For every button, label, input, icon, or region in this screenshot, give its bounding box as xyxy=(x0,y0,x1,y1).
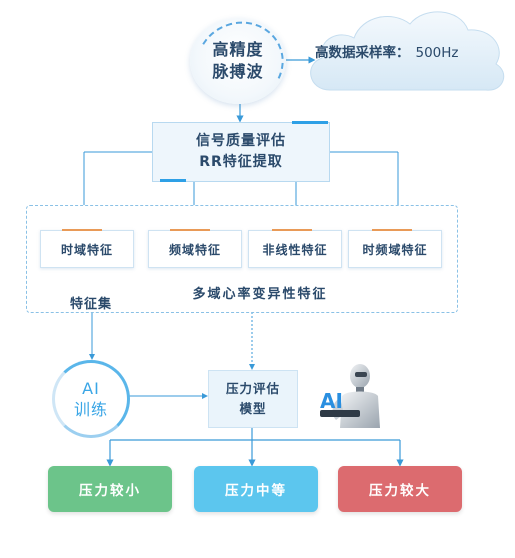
robot-icon: AI xyxy=(320,364,380,428)
feature-time-domain: 时域特征 xyxy=(40,230,134,268)
pulse-wave-node: 高精度 脉搏波 xyxy=(190,18,286,104)
feature-accent xyxy=(272,229,312,231)
ai-training-node: AI 训练 xyxy=(52,360,130,438)
feature-label: 非线性特征 xyxy=(262,242,328,257)
cloud-label: 高数据采样率： 500Hz xyxy=(315,41,495,65)
signal-line1: 信号质量评估 xyxy=(196,133,286,149)
result-label: 压力较小 xyxy=(79,483,141,499)
result-high-stress: 压力较大 xyxy=(338,466,462,512)
cloud-shape xyxy=(310,11,505,91)
feature-time-frequency: 时频域特征 xyxy=(348,230,442,268)
stress-model-box: 压力评估 模型 xyxy=(208,370,298,428)
signal-processing-box: 信号质量评估 RR特征提取 xyxy=(152,122,330,182)
signal-box-accent-bottom xyxy=(160,179,186,182)
result-medium-stress: 压力中等 xyxy=(194,466,318,512)
feature-set-label: 特征集 xyxy=(70,297,113,312)
signal-line2: RR特征提取 xyxy=(199,154,283,170)
ai-line2: 训练 xyxy=(73,400,108,419)
pulse-wave-line2: 脉搏波 xyxy=(212,62,264,81)
feature-label: 时域特征 xyxy=(60,242,113,257)
result-label: 压力中等 xyxy=(225,483,287,499)
sampling-rate-label: 高数据采样率： xyxy=(315,45,410,61)
feature-panel-title: 多域心率变异性特征 xyxy=(192,287,328,302)
result-label: 压力较大 xyxy=(369,483,431,499)
ai-line1: AI xyxy=(82,379,100,398)
sampling-rate-value: 500Hz xyxy=(415,45,459,61)
feature-label: 频域特征 xyxy=(168,242,221,257)
svg-text:AI: AI xyxy=(320,389,343,413)
model-line2: 模型 xyxy=(239,401,267,416)
feature-accent xyxy=(372,229,412,231)
feature-accent xyxy=(62,229,102,231)
feature-nonlinear: 非线性特征 xyxy=(248,230,342,268)
feature-label: 时频域特征 xyxy=(362,242,428,257)
model-line1: 压力评估 xyxy=(225,381,280,396)
signal-box-accent-top xyxy=(292,121,328,124)
result-low-stress: 压力较小 xyxy=(48,466,172,512)
pulse-wave-line1: 高精度 xyxy=(212,40,264,59)
feature-frequency-domain: 频域特征 xyxy=(148,230,242,268)
feature-accent xyxy=(170,229,210,231)
